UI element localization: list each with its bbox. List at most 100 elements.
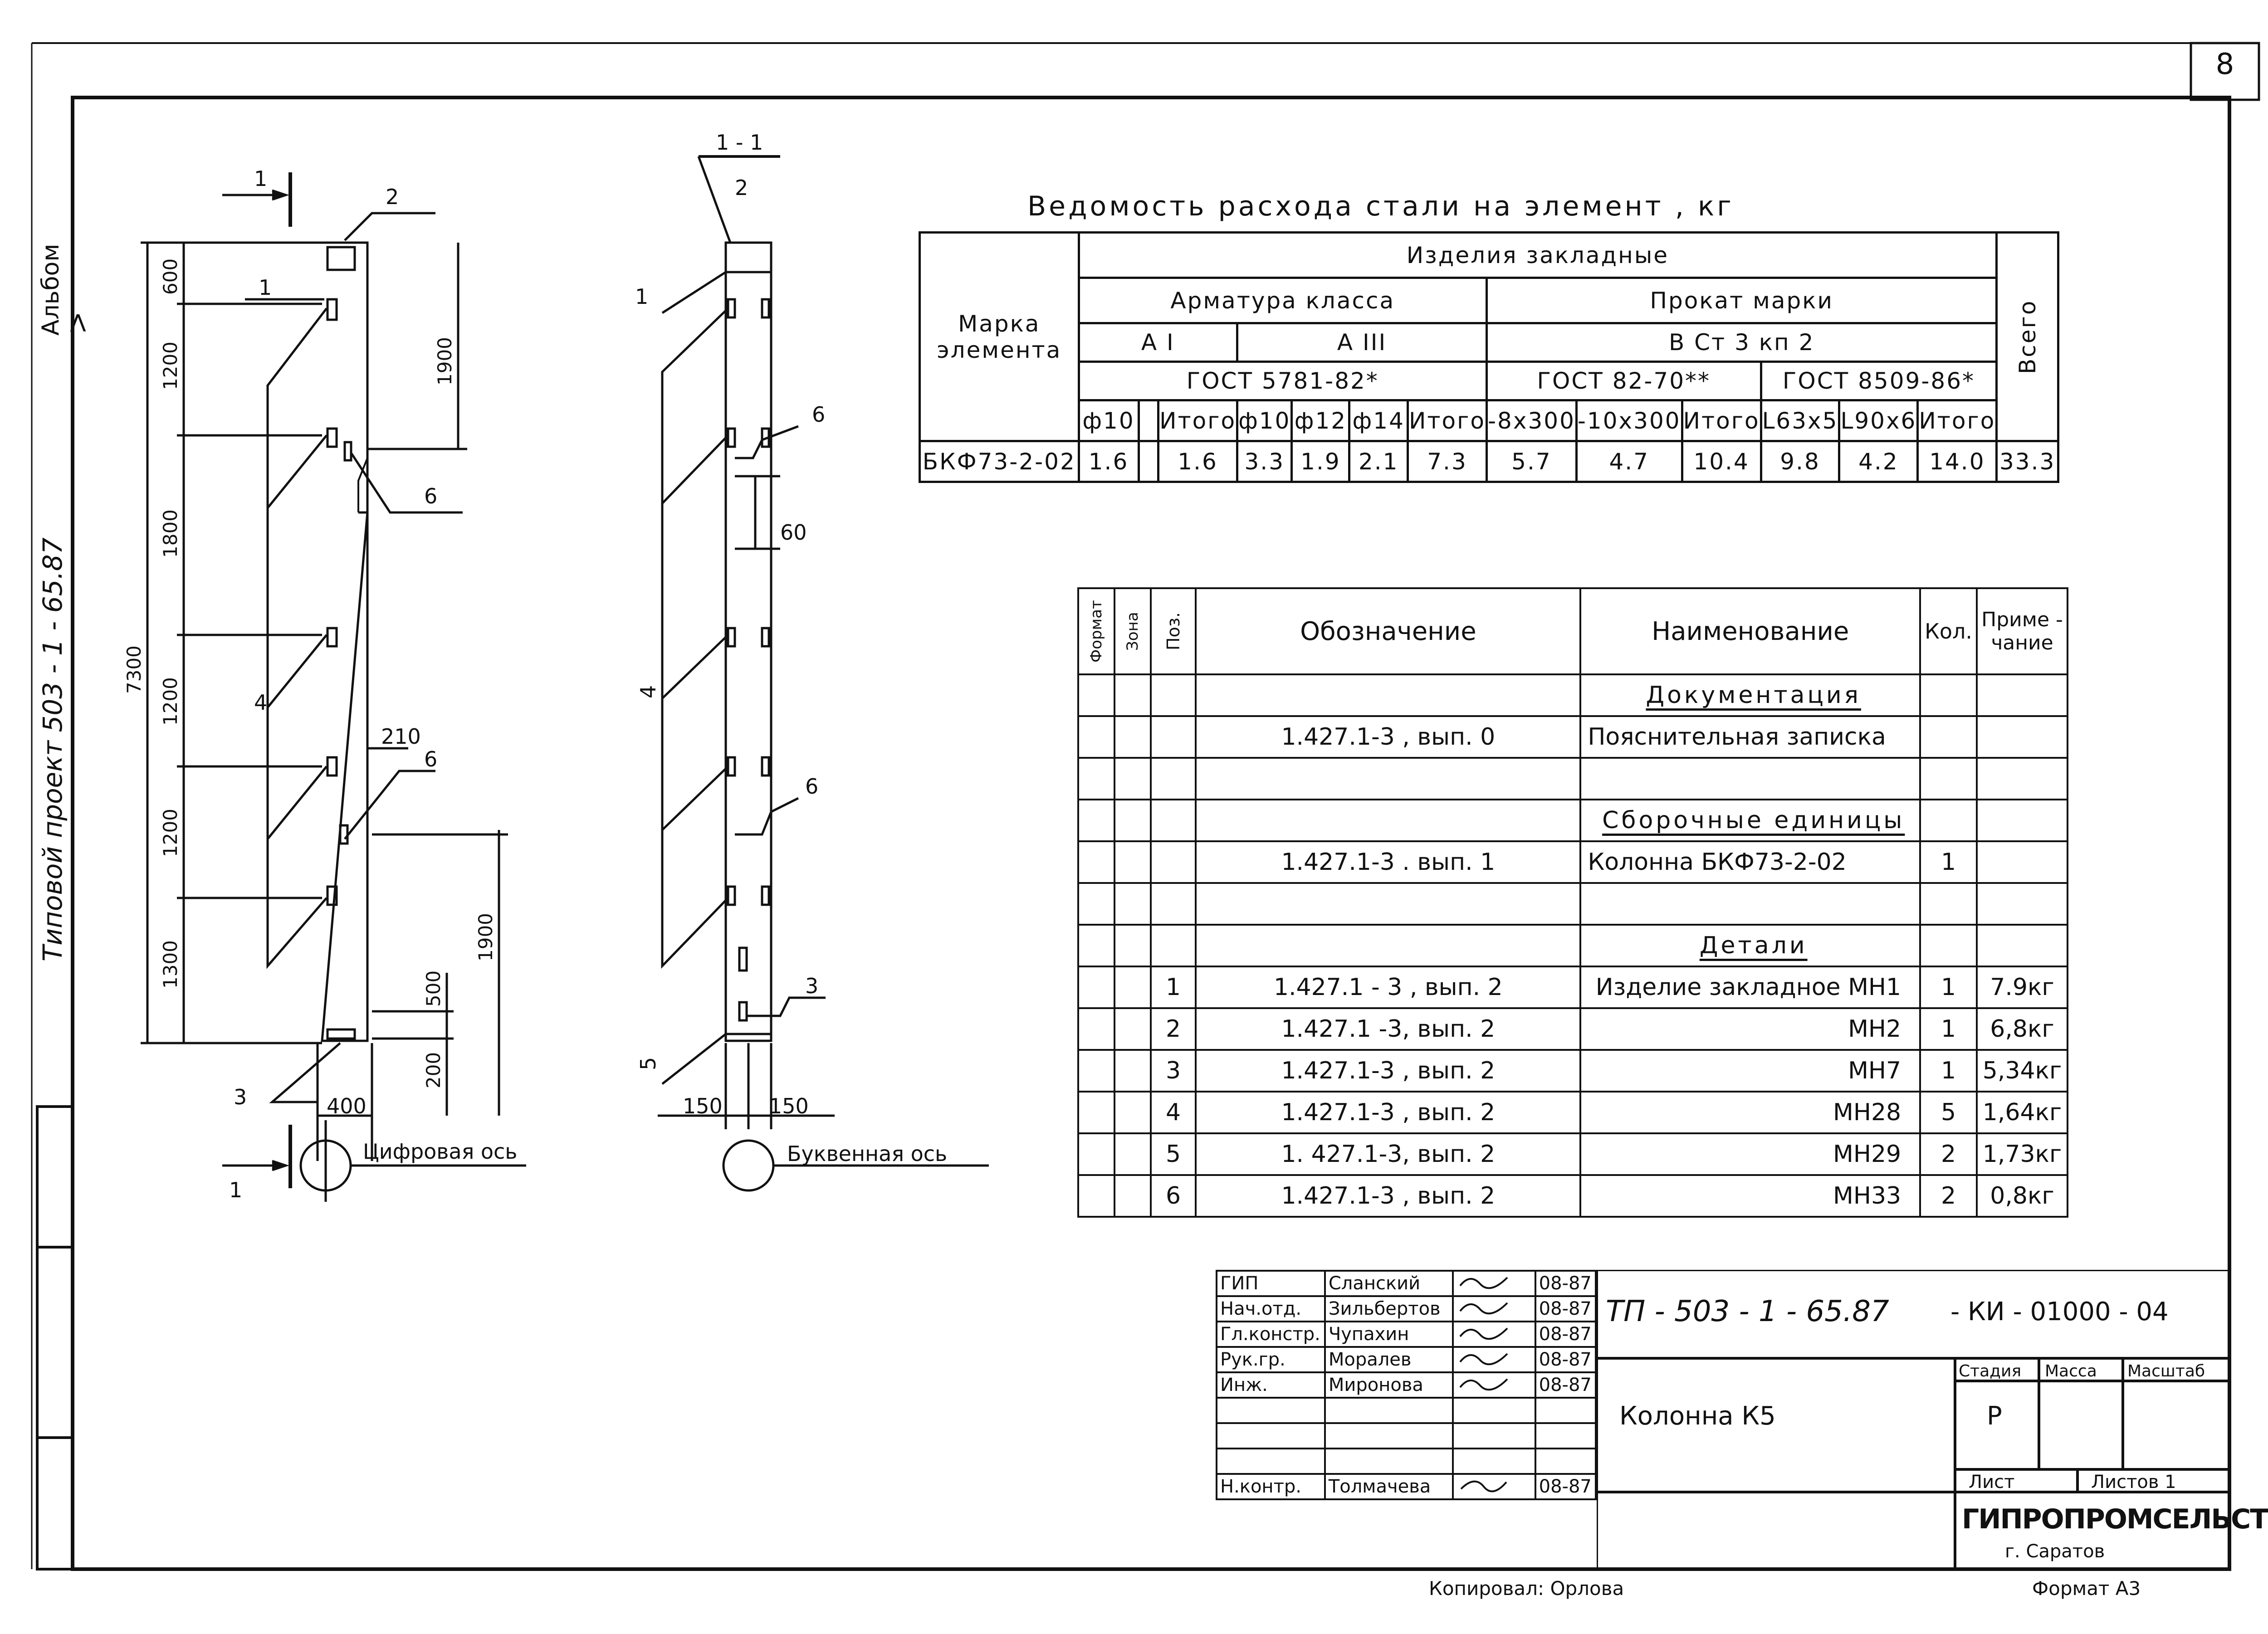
spec-name-cell [1579, 882, 1921, 926]
spec-name-cell: Изделие закладное МН1 [1579, 966, 1921, 1009]
title-block-grid [1597, 1270, 2229, 1569]
svg-text:1900: 1900 [434, 337, 456, 385]
spec-format-cell [1077, 1049, 1115, 1093]
nkontr-role: Н.контр. [1216, 1473, 1326, 1500]
value-cell: 1.9 [1290, 440, 1351, 483]
steel-table-title: Ведомость расхода стали на элемент , кг [1027, 190, 1734, 222]
row-mark: БКФ73-2-02 [919, 440, 1080, 483]
spec-pos-cell [1149, 715, 1197, 759]
spec-qty-cell: 5 [1919, 1091, 1978, 1134]
callout-6b: 6 [424, 747, 437, 771]
doc-suffix: - КИ - 01000 - 04 [1950, 1297, 2169, 1327]
staff-date: 08-87 [1534, 1295, 1597, 1322]
section-mark-1: 1 [254, 166, 267, 191]
callout-3b: 3 [805, 974, 818, 998]
format-label: Формат А3 [2032, 1577, 2141, 1600]
spec-name-cell: МН2 [1579, 1007, 1921, 1051]
spec-name-cell: Сборочные единицы [1579, 799, 1921, 842]
total-header: Всего [1996, 232, 2058, 441]
spec-note-cell [1976, 715, 2068, 759]
gost-1: ГОСТ 5781-82* [1077, 361, 1488, 401]
section-mark-1b: 1 [229, 1178, 242, 1202]
dim-210: 210 [381, 724, 421, 749]
spec-qty-cell: 1 [1919, 840, 1978, 884]
hdr-cell: Итого [1916, 399, 1998, 442]
svg-text:1200: 1200 [159, 809, 181, 857]
spec-format-cell [1077, 840, 1115, 884]
spec-format-cell [1077, 1007, 1115, 1051]
hdr-cell: Итого [1157, 399, 1239, 442]
spec-note-cell [1976, 924, 2068, 967]
svg-text:1800: 1800 [159, 509, 181, 558]
svg-text:200: 200 [422, 1052, 445, 1088]
nkontr-name: Толмачева [1324, 1473, 1454, 1500]
spec-table: Формат Зона Поз. Обозначение Наименовани… [1077, 587, 2068, 1218]
spec-designation-cell [1195, 757, 1582, 800]
callout-4: 4 [254, 690, 267, 715]
hdr-designation: Обозначение [1195, 587, 1582, 675]
staff-signature [1452, 1295, 1536, 1322]
callout-2: 2 [386, 185, 399, 209]
spec-designation-cell: 1. 427.1-3, вып. 2 [1195, 1132, 1582, 1176]
value-cell: 7.3 [1407, 440, 1488, 483]
staff-name: Миронова [1324, 1371, 1454, 1399]
hdr-note: Приме - чание [1976, 587, 2068, 675]
staff-name: Чупахин [1324, 1321, 1454, 1348]
spec-pos-cell [1149, 673, 1197, 717]
gost-3: ГОСТ 8509-86* [1760, 361, 1998, 401]
total-cell: 33.3 [1995, 440, 2059, 483]
spec-zone-cell [1113, 1049, 1152, 1093]
spec-qty-cell [1919, 924, 1978, 967]
org-city: г. Саратов [2005, 1541, 2105, 1562]
axis-letter-label: Буквенная ось [787, 1141, 947, 1166]
spec-zone-cell [1113, 966, 1152, 1009]
spec-format-cell [1077, 924, 1115, 967]
spec-note-cell: 6,8кг [1976, 1007, 2068, 1051]
callout-6a: 6 [424, 484, 437, 508]
spec-designation-cell: 1.427.1-3 , вып. 2 [1195, 1174, 1582, 1218]
spec-qty-cell: 1 [1919, 1007, 1978, 1051]
spec-pos-cell [1149, 799, 1197, 842]
staff-date: 08-87 [1534, 1371, 1597, 1399]
staff-signature [1452, 1321, 1536, 1348]
spec-designation-cell: 1.427.1 -3, вып. 2 [1195, 1007, 1582, 1051]
copied-by: Копировал: Орлова [1429, 1577, 1624, 1600]
col-mark-header: Марка элемента [919, 231, 1080, 442]
staff-date: 08-87 [1534, 1321, 1597, 1348]
stage-value: Р [1987, 1401, 2002, 1431]
staff-signature [1452, 1270, 1536, 1297]
spec-row [1077, 882, 2068, 926]
value-cell: 3.3 [1236, 440, 1293, 483]
spec-note-cell: 1,64кг [1976, 1091, 2068, 1134]
spec-name-cell: МН7 [1579, 1049, 1921, 1093]
spec-note-cell: 0,8кг [1976, 1174, 2068, 1218]
spec-pos-cell [1149, 840, 1197, 884]
spec-zone-cell [1113, 1174, 1152, 1218]
spec-qty-cell: 2 [1919, 1174, 1978, 1218]
hdr-cell: Итого [1407, 399, 1488, 442]
doc-code: ТП - 503 - 1 - 65.87 [1606, 1295, 1889, 1328]
spec-pos-cell: 3 [1149, 1049, 1197, 1093]
spec-note-cell: 7.9кг [1976, 966, 2068, 1009]
spec-qty-cell [1919, 757, 1978, 800]
hdr-cell: ф14 [1348, 399, 1409, 442]
dim-150a: 150 [683, 1094, 723, 1118]
spec-pos-cell [1149, 757, 1197, 800]
spec-designation-cell: 1.427.1 - 3 , вып. 2 [1195, 966, 1582, 1009]
spec-name-cell: МН29 [1579, 1132, 1921, 1176]
callout-2b: 2 [735, 176, 748, 200]
svg-text:4: 4 [636, 685, 660, 698]
section-1-1: 1 - 1 2 1 6 60 6 3 150 150 Буквенная ось… [635, 130, 989, 1192]
spec-zone-cell [1113, 715, 1152, 759]
spec-zone-cell [1113, 1091, 1152, 1134]
staff-role: Рук.гр. [1216, 1346, 1326, 1373]
spec-designation-cell [1195, 673, 1582, 717]
sheet-number: 8 [2215, 48, 2234, 81]
mass-label: Масса [2045, 1362, 2097, 1380]
value-cell [1137, 440, 1160, 483]
